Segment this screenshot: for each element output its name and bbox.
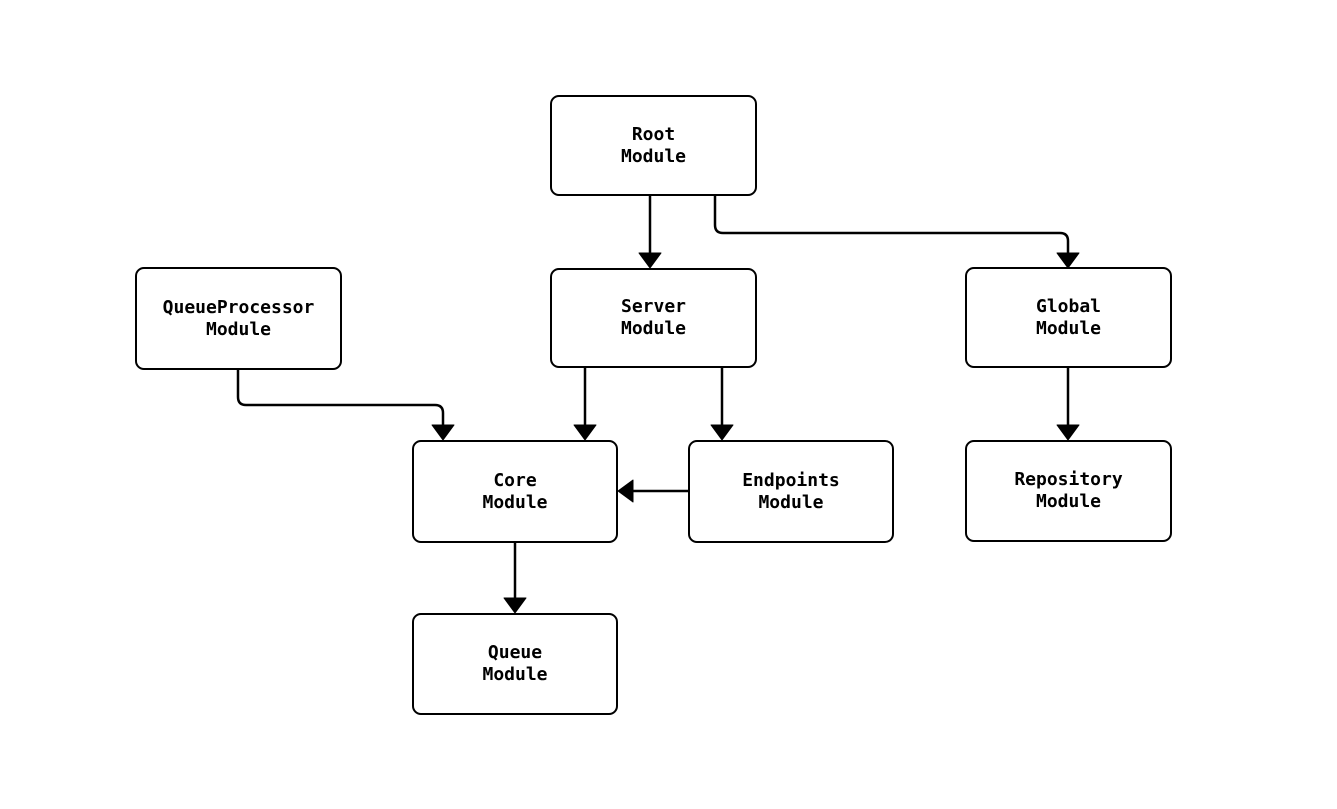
node-queueprocessor-module: QueueProcessor Module <box>135 267 342 370</box>
edge-root-to-server <box>638 196 662 269</box>
edge-queueprocessor-to-core <box>236 370 455 441</box>
node-endpoints-module: Endpoints Module <box>688 440 894 543</box>
node-server-module: Server Module <box>550 268 757 368</box>
edge-core-to-queue <box>503 543 527 614</box>
edge-server-to-endpoints <box>710 368 734 441</box>
node-global-module: Global Module <box>965 267 1172 368</box>
node-repository-module: Repository Module <box>965 440 1172 542</box>
node-queue-module: Queue Module <box>412 613 618 715</box>
edge-root-to-global <box>713 196 1080 269</box>
edge-global-to-repository <box>1056 368 1080 441</box>
edge-server-to-core <box>573 368 597 441</box>
edge-endpoints-to-core <box>617 479 688 503</box>
node-core-module: Core Module <box>412 440 618 543</box>
node-root-module: Root Module <box>550 95 757 196</box>
